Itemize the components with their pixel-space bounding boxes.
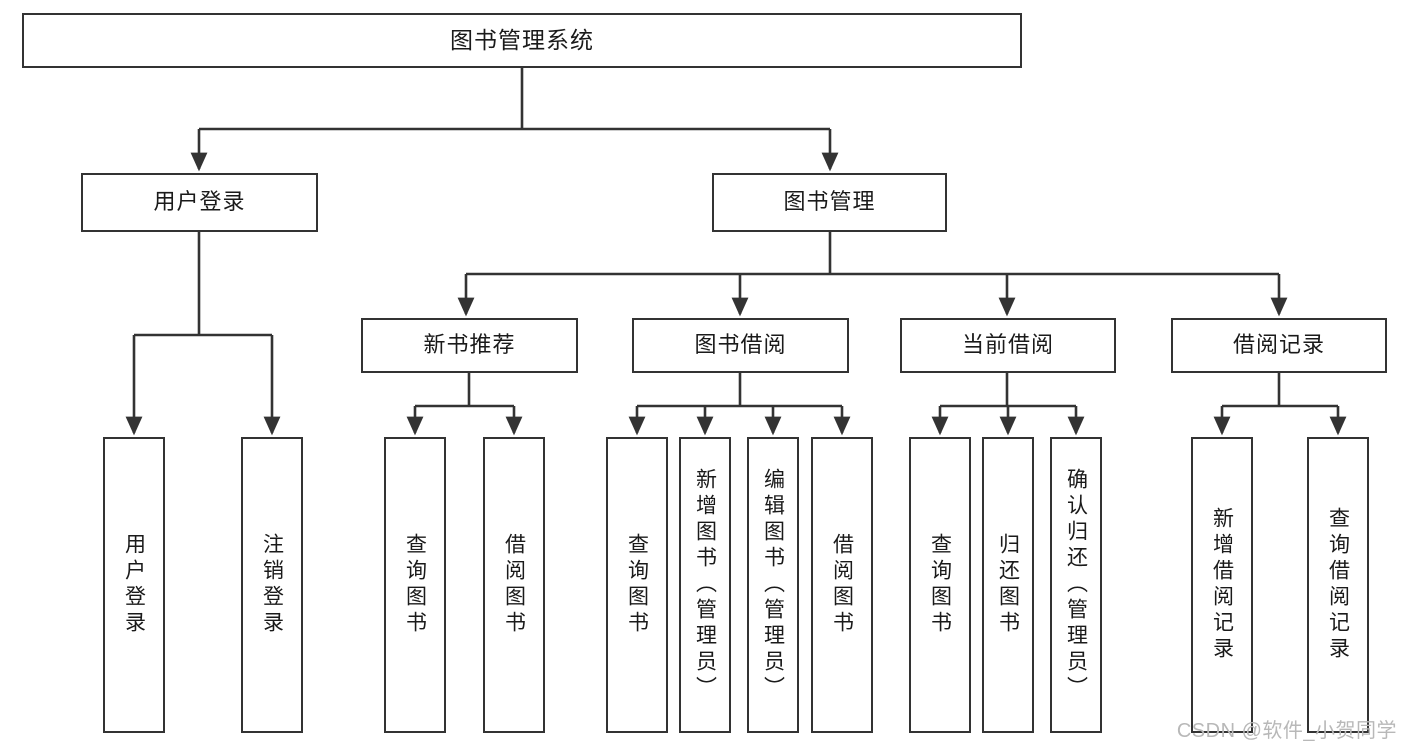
leaf-add-borrow-record[interactable]: 新增借阅记录 [1191, 437, 1253, 733]
leaf-label: 注销登录 [260, 533, 284, 637]
leaf-query-book-borrow[interactable]: 查询图书 [606, 437, 668, 733]
node-label: 新书推荐 [423, 332, 516, 358]
node-label: 图书借阅 [694, 332, 787, 358]
leaf-label: 查询图书 [625, 533, 649, 637]
leaf-query-book-newbook[interactable]: 查询图书 [384, 437, 446, 733]
leaf-query-borrow-record[interactable]: 查询借阅记录 [1307, 437, 1369, 733]
leaf-label: 新增图书（管理员） [693, 468, 717, 702]
node-label: 图书管理 [783, 189, 876, 215]
leaf-confirm-return-admin[interactable]: 确认归还（管理员） [1050, 437, 1102, 733]
node-new-book-recommendation[interactable]: 新书推荐 [361, 318, 578, 373]
leaf-query-book-current[interactable]: 查询图书 [909, 437, 971, 733]
node-label: 用户登录 [153, 189, 246, 215]
node-label: 当前借阅 [961, 332, 1054, 358]
node-root-book-management-system[interactable]: 图书管理系统 [22, 13, 1022, 68]
leaf-edit-book-admin[interactable]: 编辑图书（管理员） [747, 437, 799, 733]
watermark-text: CSDN @软件_小贺同学 [1176, 720, 1397, 742]
node-borrow-record[interactable]: 借阅记录 [1171, 318, 1387, 373]
node-label: 图书管理系统 [450, 26, 594, 53]
leaf-logout[interactable]: 注销登录 [241, 437, 303, 733]
leaf-label: 用户登录 [122, 533, 146, 637]
leaf-label: 借阅图书 [502, 533, 526, 637]
leaf-label: 查询图书 [928, 533, 952, 637]
leaf-borrow-book-newbook[interactable]: 借阅图书 [483, 437, 545, 733]
leaf-label: 新增借阅记录 [1210, 507, 1234, 663]
node-label: 借阅记录 [1232, 332, 1325, 358]
leaf-label: 查询借阅记录 [1326, 507, 1350, 663]
leaf-add-book-admin[interactable]: 新增图书（管理员） [679, 437, 731, 733]
leaf-return-book[interactable]: 归还图书 [982, 437, 1034, 733]
leaf-user-login[interactable]: 用户登录 [103, 437, 165, 733]
leaf-label: 编辑图书（管理员） [761, 468, 785, 702]
leaf-label: 归还图书 [996, 533, 1020, 637]
node-current-borrow[interactable]: 当前借阅 [900, 318, 1116, 373]
node-book-management[interactable]: 图书管理 [712, 173, 947, 232]
node-book-borrow[interactable]: 图书借阅 [632, 318, 849, 373]
leaf-label: 借阅图书 [830, 533, 854, 637]
node-user-login[interactable]: 用户登录 [81, 173, 318, 232]
leaf-label: 查询图书 [403, 533, 427, 637]
leaf-borrow-book[interactable]: 借阅图书 [811, 437, 873, 733]
leaf-label: 确认归还（管理员） [1064, 468, 1088, 702]
